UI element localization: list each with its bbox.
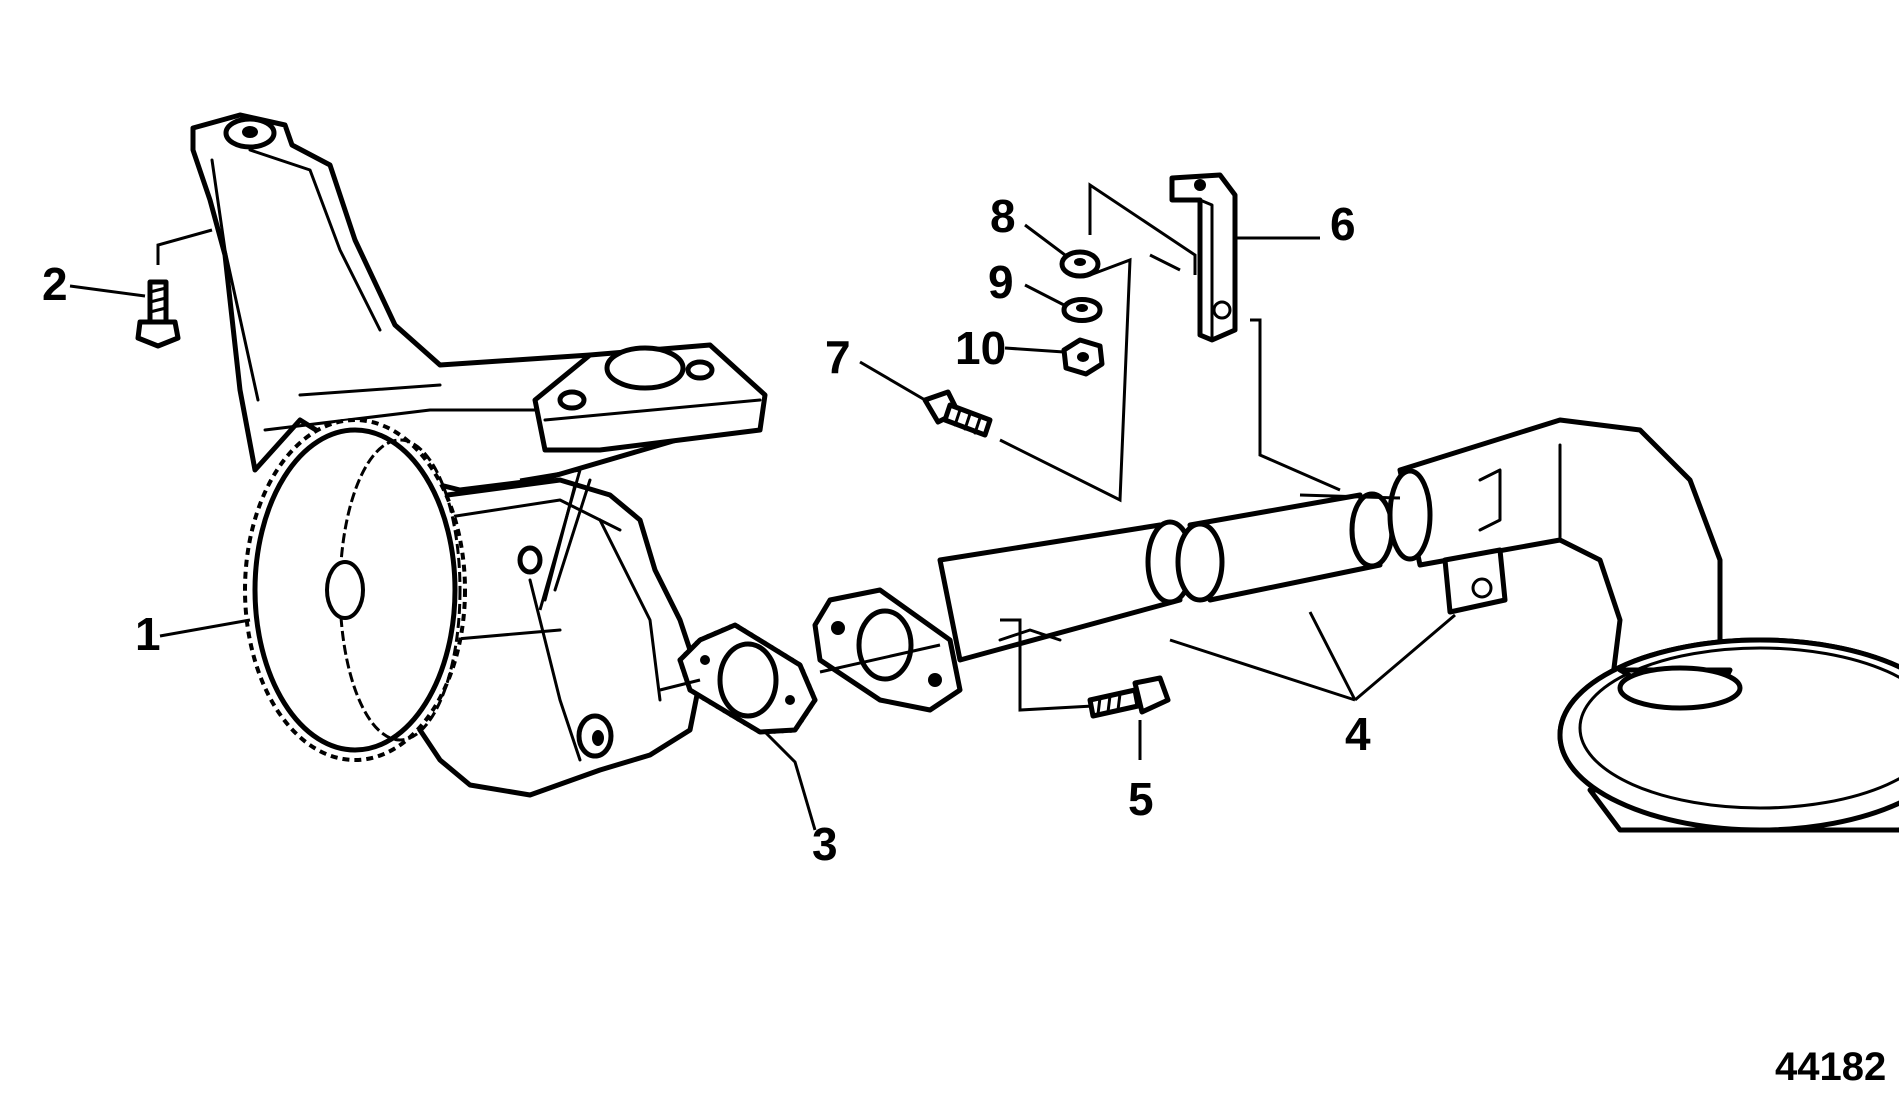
support-bracket xyxy=(1169,172,1320,343)
callout-6: 6 xyxy=(1330,198,1356,250)
callout-10: 10 xyxy=(955,322,1006,374)
hex-nut xyxy=(1061,337,1105,377)
pickup-bolt xyxy=(1000,618,1171,719)
lock-washer xyxy=(1061,297,1103,323)
pickup-hose xyxy=(1175,491,1395,603)
assembly-leader-lines xyxy=(519,182,1401,692)
figure-number: 44182 xyxy=(1775,1045,1886,1089)
callout-5: 5 xyxy=(1128,773,1154,825)
callout-9: 9 xyxy=(988,256,1014,308)
pickup-gasket xyxy=(677,622,818,735)
callout-2: 2 xyxy=(42,258,68,310)
pump-drive-gear xyxy=(243,418,467,762)
callout-7: 7 xyxy=(825,331,851,383)
pickup-tube xyxy=(812,519,1195,713)
bracket-bolt xyxy=(135,228,213,349)
pickup-screen-assembly xyxy=(1387,417,1899,833)
callout-labels: 1 2 3 4 5 6 7 8 9 10 xyxy=(42,190,1371,870)
callout-1: 1 xyxy=(135,608,161,660)
callout-8: 8 xyxy=(990,190,1016,242)
callout-4: 4 xyxy=(1345,708,1371,760)
callout-leaders xyxy=(69,223,1456,831)
flat-washer xyxy=(1059,249,1101,279)
support-bolt xyxy=(922,389,993,438)
oil-pump-assembly xyxy=(190,112,768,798)
callout-3: 3 xyxy=(812,818,838,870)
